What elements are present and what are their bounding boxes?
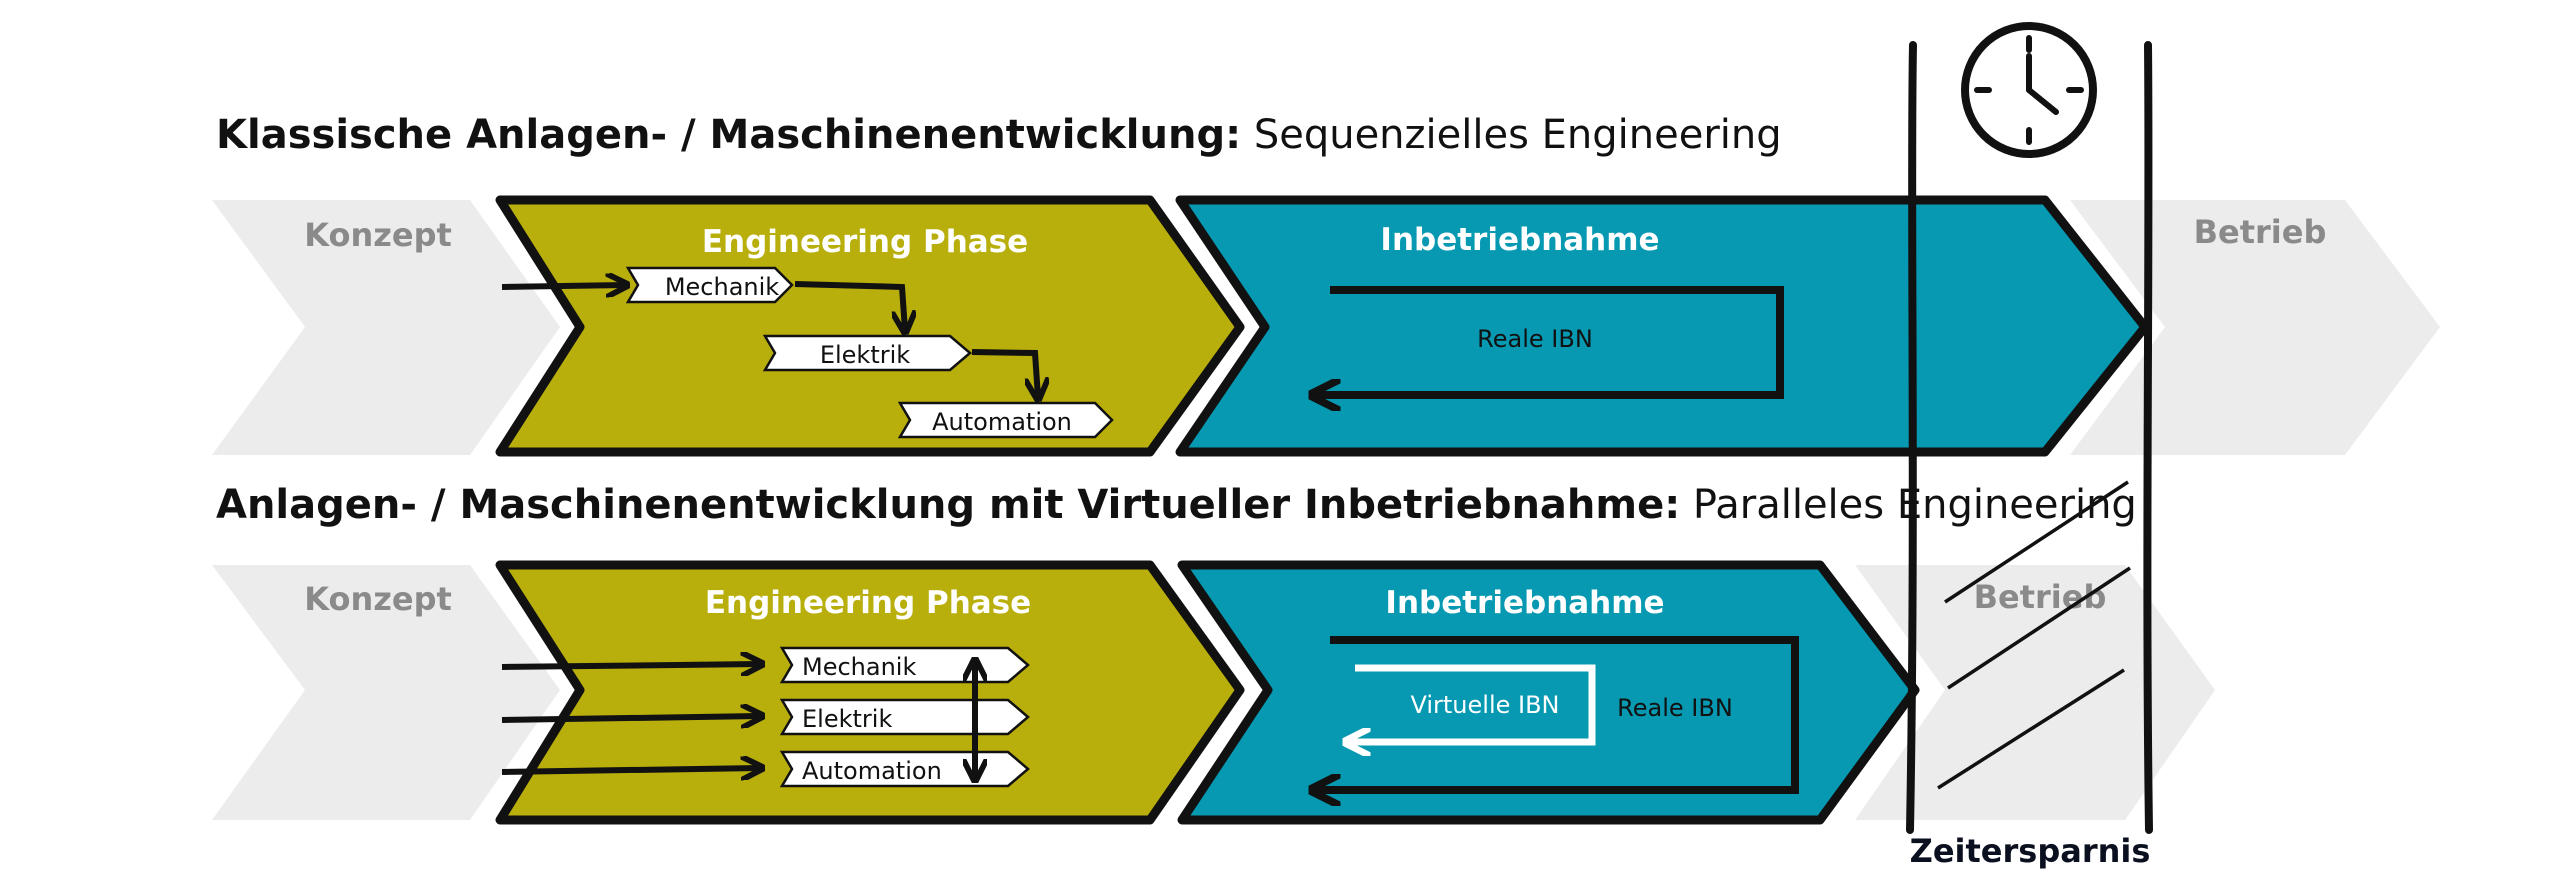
row1-betrieb-label: Betrieb (2194, 213, 2327, 251)
row1-step-mechanik-label: Mechanik (665, 273, 779, 301)
row2-reale-ibn-label: Reale IBN (1617, 694, 1733, 722)
row1-step-mechanik (625, 266, 794, 304)
row2-ibn-chevron (1177, 560, 1920, 825)
row2-reale-ibn-loop (1315, 636, 1799, 790)
row2-virtuelle-ibn-label: Virtuelle IBN (1410, 691, 1559, 719)
row1-engineering-title: Engineering Phase (702, 224, 1028, 260)
row2-betrieb-chevron (1855, 565, 2215, 820)
row1-reale-ibn-loop (1315, 286, 1784, 395)
row2-engineering-chevron (495, 560, 1245, 825)
row1-step-elektrik (762, 334, 972, 372)
savings-hatch-1 (1944, 480, 2129, 604)
row1-konzept-label: Konzept (304, 216, 452, 254)
row1-ibn-chevron (1175, 195, 2150, 457)
row1-title: Klassische Anlagen- / Maschinenentwicklu… (216, 112, 1782, 158)
row1-arrow-elek-auto (971, 349, 1038, 397)
clock-icon (1961, 22, 2097, 158)
savings-hatch-3 (1937, 668, 2125, 790)
row2-engineering-title: Engineering Phase (705, 585, 1031, 621)
row1-input-arrow (501, 285, 625, 287)
savings-hatch-2 (1947, 566, 2131, 690)
row2-virtuelle-ibn-loop (1348, 664, 1596, 742)
row2-konzept-chevron (212, 565, 560, 820)
savings-right-bar (2143, 41, 2153, 834)
row1-arrow-mech-elek (794, 281, 905, 330)
row1-reale-ibn-label: Reale IBN (1477, 325, 1593, 353)
row1-konzept-chevron (212, 200, 560, 455)
row2-input-arrow-2 (501, 716, 760, 720)
row1-ibn-title: Inbetriebnahme (1380, 222, 1659, 258)
row1-title-bold: Klassische Anlagen- / Maschinenentwicklu… (216, 112, 1242, 158)
row2-title-bold: Anlagen- / Maschinenentwicklung mit Virt… (216, 482, 1681, 528)
row2-input-arrow-1 (501, 664, 760, 667)
row2-konzept-label: Konzept (304, 580, 452, 618)
row2-step-elektrik-label: Elektrik (802, 705, 892, 733)
row2-diagram: Konzept Betrieb Engineering Phase Inbetr… (212, 560, 2215, 825)
savings-label: Zeitersparnis (1910, 832, 2151, 870)
row2-step-automation-label: Automation (802, 757, 942, 785)
row2-ibn-title: Inbetriebnahme (1385, 585, 1664, 621)
row1-engineering-chevron (495, 195, 1245, 457)
row1-step-automation-label: Automation (932, 408, 1072, 436)
savings-left-bar (1906, 41, 1917, 834)
time-savings: Zeitersparnis (1906, 22, 2153, 870)
row2-input-arrow-3 (501, 768, 760, 772)
row1-diagram: Konzept Betrieb Engineering Phase Inbetr… (212, 195, 2440, 457)
row1-title-rest: Sequenzielles Engineering (1241, 112, 1782, 158)
row1-step-elektrik-label: Elektrik (820, 341, 910, 369)
row1-step-automation (897, 401, 1114, 439)
row1-betrieb-chevron (2070, 200, 2440, 455)
row2-step-mechanik-label: Mechanik (802, 653, 916, 681)
